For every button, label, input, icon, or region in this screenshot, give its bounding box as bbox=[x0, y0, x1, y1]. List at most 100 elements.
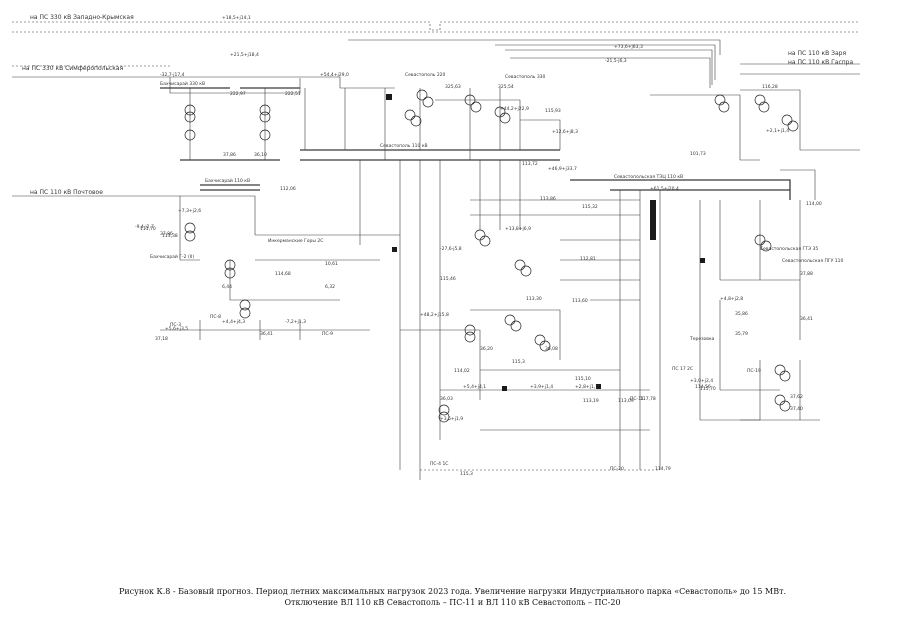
ss-sevastopol-330: Севастополь 330 bbox=[505, 74, 546, 80]
node-value: 117,78 bbox=[640, 396, 656, 402]
node-value: 36,10 bbox=[254, 152, 267, 158]
breakers bbox=[386, 94, 705, 391]
node-value: 114,56 bbox=[695, 384, 711, 390]
ss-sevastopol-220: Севастополь 220 bbox=[405, 72, 446, 78]
node-value: 114,68 bbox=[275, 271, 291, 277]
ss-inkerman: Инкерманские Горы 2С bbox=[268, 238, 323, 244]
node-value: 116,28 bbox=[762, 84, 778, 90]
node-value: 36,20 bbox=[480, 346, 493, 352]
ext-pochtovoe: на ПС 110 кВ Почтовое bbox=[30, 189, 103, 196]
flow-label: +2,1+j1,4 bbox=[766, 128, 789, 134]
ss-teriakovka: Терезовка bbox=[689, 336, 715, 342]
ext-zarya: на ПС 110 кВ Заря bbox=[788, 50, 846, 57]
node-value: 115,32 bbox=[582, 204, 598, 210]
flow-label: +18,5+j14,1 bbox=[222, 15, 251, 21]
node-value: 37,18 bbox=[155, 336, 168, 342]
node-value: 112,06 bbox=[280, 186, 296, 192]
node-value: 37,40 bbox=[790, 406, 803, 412]
node-value: 113,86 bbox=[540, 196, 556, 202]
node-value: 115,3 bbox=[512, 359, 525, 365]
node-value: 111,70 bbox=[140, 226, 156, 232]
node-value: 114,79 bbox=[655, 466, 671, 472]
node-value: 114,00 bbox=[806, 201, 822, 207]
ss-sevastopol-pgu: Севастопольская ПГУ 110 bbox=[782, 258, 844, 264]
node-value: 115,46 bbox=[440, 276, 456, 282]
flow-label: +61,5+j20,4 bbox=[650, 186, 679, 192]
flow-label: +48,2+j15,8 bbox=[420, 312, 449, 318]
flow-label: +46,9+j33,7 bbox=[548, 166, 577, 172]
ss-bakhchisarai-330: Бахчисарай 330 кВ bbox=[160, 80, 205, 87]
node-value: 113,09 bbox=[618, 398, 634, 404]
node-value: 112,81 bbox=[580, 256, 596, 262]
node-value: 37,88 bbox=[800, 271, 813, 277]
node-value: 35,79 bbox=[735, 331, 748, 337]
node-value: 36,41 bbox=[260, 331, 273, 337]
flow-label: +5,4+j4,1 bbox=[463, 384, 486, 390]
transmission-lines bbox=[12, 21, 860, 480]
ss-ps-17: ПС 17 2С bbox=[672, 366, 693, 372]
flow-label: -27,6-j5,8 bbox=[440, 246, 462, 252]
figure-caption: Рисунок К.8 - Базовый прогноз. Период ле… bbox=[60, 586, 845, 608]
node-value: 113,60 bbox=[572, 298, 588, 304]
flow-label: -21,5-j6,3 bbox=[605, 58, 627, 64]
ss-ps-8: ПС-8 bbox=[210, 314, 221, 320]
ext-west-crimea: на ПС 330 кВ Западно-Крымская bbox=[30, 14, 134, 21]
caption-line-1: Рисунок К.8 - Базовый прогноз. Период ле… bbox=[118, 587, 787, 596]
labels: на ПС 330 кВ Западно-Крымская на ПС 330 … bbox=[22, 14, 853, 477]
flow-label: +54,4+j29,0 bbox=[320, 72, 349, 78]
node-value: 113,72 bbox=[522, 161, 538, 167]
flow-label: -9,4-j2,7 bbox=[135, 224, 154, 230]
flow-label: +21,5+j18,4 bbox=[230, 52, 259, 58]
flow-label: +3,9+j1,4 bbox=[530, 384, 553, 390]
flow-label: +73,6+j63,3 bbox=[614, 44, 643, 50]
node-value: 325,63 bbox=[445, 84, 461, 90]
node-value: 6,32 bbox=[325, 284, 335, 290]
node-value: 37,86 bbox=[160, 231, 173, 237]
node-value: 115,93 bbox=[545, 108, 561, 114]
flow-label: +5,6+j3,5 bbox=[165, 326, 188, 332]
flow-label: +13,8+j6,9 bbox=[505, 226, 531, 232]
node-value: 325,54 bbox=[498, 84, 514, 90]
node-value: 101,73 bbox=[690, 151, 706, 157]
flow-label: +44,2+j22,9 bbox=[500, 106, 529, 112]
ss-bakhchisarai-110: Бахчисарай 110 кВ bbox=[205, 177, 250, 184]
node-value: 37,86 bbox=[223, 152, 236, 158]
node-value: 113,38 bbox=[162, 233, 178, 239]
flow-label: +4,8+j2,8 bbox=[720, 296, 743, 302]
transformers bbox=[184, 89, 799, 423]
node-value: 6,44 bbox=[222, 284, 232, 290]
node-value: 222,97 bbox=[230, 91, 246, 97]
flow-label: +7,3+j2,6 bbox=[178, 208, 201, 214]
node-value: 10,61 bbox=[325, 261, 338, 267]
flow-label: +12,6+j8,3 bbox=[552, 129, 578, 135]
node-value: 37,62 bbox=[790, 394, 803, 400]
node-value: 114,02 bbox=[454, 368, 470, 374]
flow-label: +3,0+j2,4 bbox=[690, 378, 713, 384]
node-value: 115,10 bbox=[575, 376, 591, 382]
flow-label: +4,4+j4,3 bbox=[222, 319, 245, 325]
node-value: 113,30 bbox=[526, 296, 542, 302]
ss-ps-19: ПС-19 bbox=[747, 368, 761, 374]
ext-gaspra: на ПС 110 кВ Гаспра bbox=[788, 59, 853, 66]
ss-sevastopol-110: Севастополь 110 кВ bbox=[380, 143, 428, 149]
node-value: 36,03 bbox=[440, 396, 453, 402]
flow-label: +2,8+j1,1 bbox=[575, 384, 598, 390]
ext-simferopol: на ПС 330 кВ Симферопольская bbox=[22, 65, 124, 72]
flow-label: -7,2+j1,3 bbox=[285, 319, 306, 325]
caption-line-2: Отключение ВЛ 110 кВ Севастополь – ПС-11… bbox=[284, 598, 621, 607]
ss-ps-20: ПС-20 bbox=[610, 466, 624, 472]
ss-bakhchisarai-g2: Бахчисарай Г-2 (II) bbox=[150, 253, 194, 260]
node-value: 222,51 bbox=[285, 91, 301, 97]
ss-ps-3: ПС-3 bbox=[170, 322, 181, 328]
ss-sevastopol-tes: Севастопольская ТЭЦ 110 кВ bbox=[614, 174, 683, 180]
node-value: 115,3 bbox=[460, 471, 473, 477]
ss-ps-11: ПС-11 bbox=[630, 396, 644, 402]
node-value: 36,08 bbox=[545, 346, 558, 352]
node-value: 36,41 bbox=[800, 316, 813, 322]
flow-label: -32,7-j17,4 bbox=[160, 72, 185, 78]
node-value: 115,70 bbox=[700, 386, 716, 392]
node-value: 35,86 bbox=[735, 311, 748, 317]
ss-ps-4: ПС-4 1С bbox=[430, 461, 448, 467]
flow-label: +3,5+j1,9 bbox=[440, 416, 463, 422]
ss-sevastopol-gtu: Севастопольская ГТЭ 35 bbox=[760, 246, 818, 252]
